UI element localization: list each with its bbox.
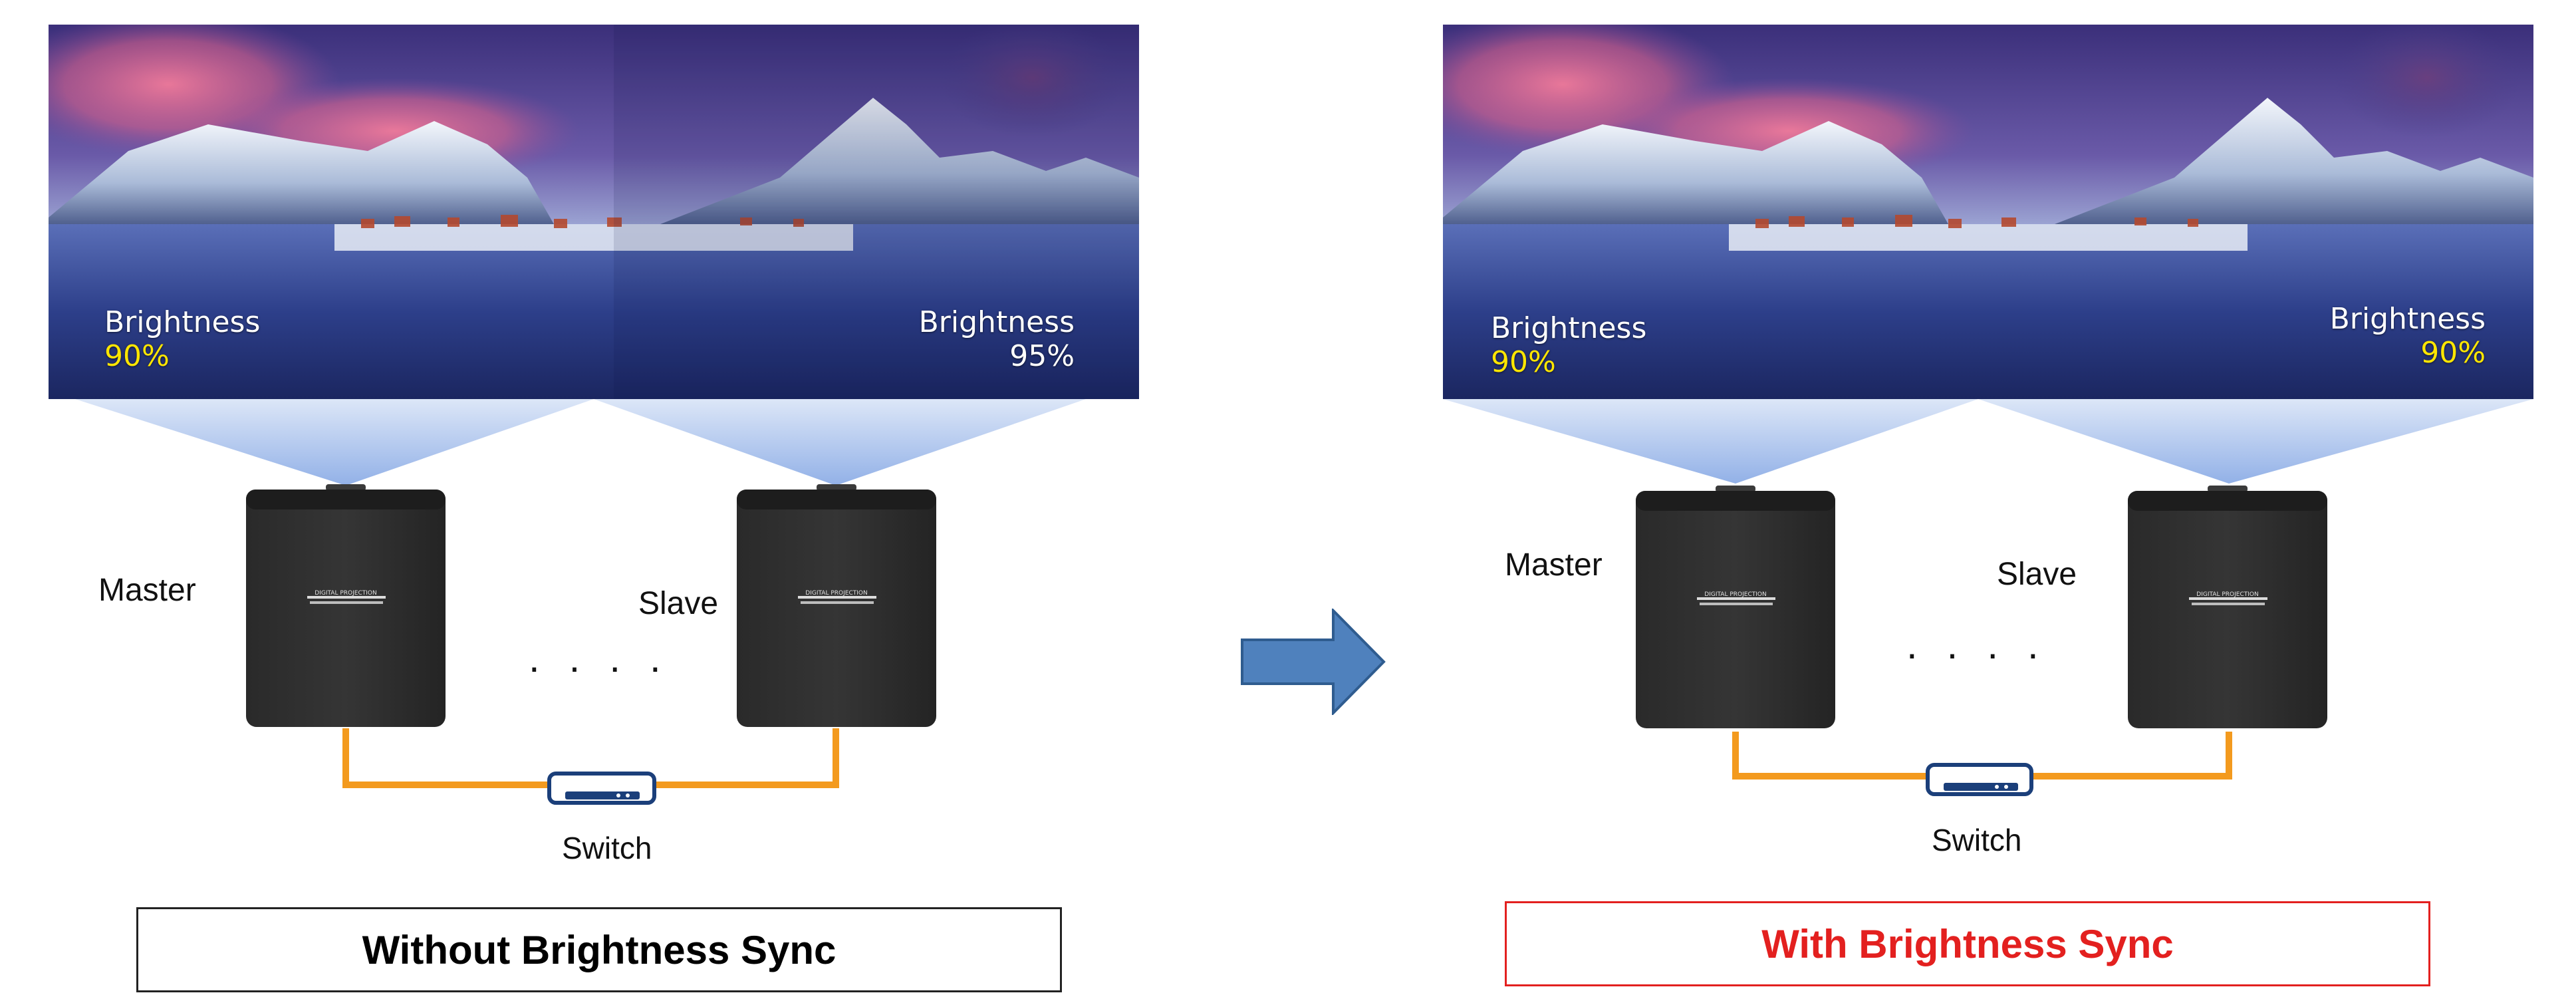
- switch-label: Switch: [562, 831, 652, 865]
- brand-logo: DIGITAL PROJECTION: [1704, 591, 1766, 598]
- projection-beams: [75, 399, 1086, 805]
- master-label: Master: [1505, 547, 1603, 583]
- brightness-value: 90%: [104, 339, 170, 373]
- brand-logo: DIGITAL PROJECTION: [805, 590, 867, 597]
- caption-with-sync: With Brightness Sync: [1505, 901, 2430, 986]
- master-projector-icon: DIGITAL PROJECTION: [1636, 486, 1835, 728]
- slave-label: Slave: [1997, 557, 2077, 592]
- master-label: Master: [98, 573, 196, 608]
- projected-image: Brightness 90% Brightness 90%: [1443, 25, 2533, 399]
- brightness-label: Brightness: [918, 305, 1075, 339]
- slave-projector-icon: DIGITAL PROJECTION: [737, 484, 936, 727]
- slave-brightness-readout: Brightness 90%: [2329, 302, 2486, 370]
- projection-beams: [1443, 399, 2533, 796]
- brand-logo: DIGITAL PROJECTION: [315, 590, 376, 597]
- slave-brightness-readout: Brightness 95%: [918, 305, 1075, 373]
- without-sync-panel: Brightness 90% Brightness 95% DIGITAL PR…: [49, 25, 1139, 992]
- caption-without-sync: Without Brightness Sync: [136, 907, 1062, 992]
- network-switch-icon: [1926, 763, 2033, 796]
- landscape-image: [1443, 25, 2533, 399]
- more-projectors-ellipsis: ....: [529, 636, 690, 680]
- switch-label: Switch: [1932, 823, 2022, 857]
- brightness-label: Brightness: [104, 305, 261, 339]
- brightness-label: Brightness: [1491, 311, 1647, 345]
- brightness-value: 90%: [1491, 345, 1556, 379]
- slave-label: Slave: [638, 586, 719, 621]
- right-arrow-icon: [1241, 609, 1386, 715]
- with-sync-panel: Brightness 90% Brightness 90% DIGITAL PR…: [1393, 0, 2576, 997]
- more-projectors-ellipsis: ....: [1906, 623, 2068, 667]
- network-switch-icon: [547, 772, 656, 805]
- brightness-value: 90%: [2420, 335, 2486, 370]
- brightness-label: Brightness: [2329, 302, 2486, 336]
- brand-logo: DIGITAL PROJECTION: [2196, 591, 2258, 598]
- master-projector-icon: DIGITAL PROJECTION: [246, 484, 446, 727]
- master-brightness-readout: Brightness 90%: [1491, 311, 1647, 379]
- projected-image: Brightness 90% Brightness 95%: [49, 25, 1139, 399]
- master-brightness-readout: Brightness 90%: [104, 305, 261, 373]
- landscape-image: [49, 25, 1139, 399]
- slave-projector-icon: DIGITAL PROJECTION: [2128, 486, 2327, 728]
- brightness-value: 95%: [1009, 339, 1075, 373]
